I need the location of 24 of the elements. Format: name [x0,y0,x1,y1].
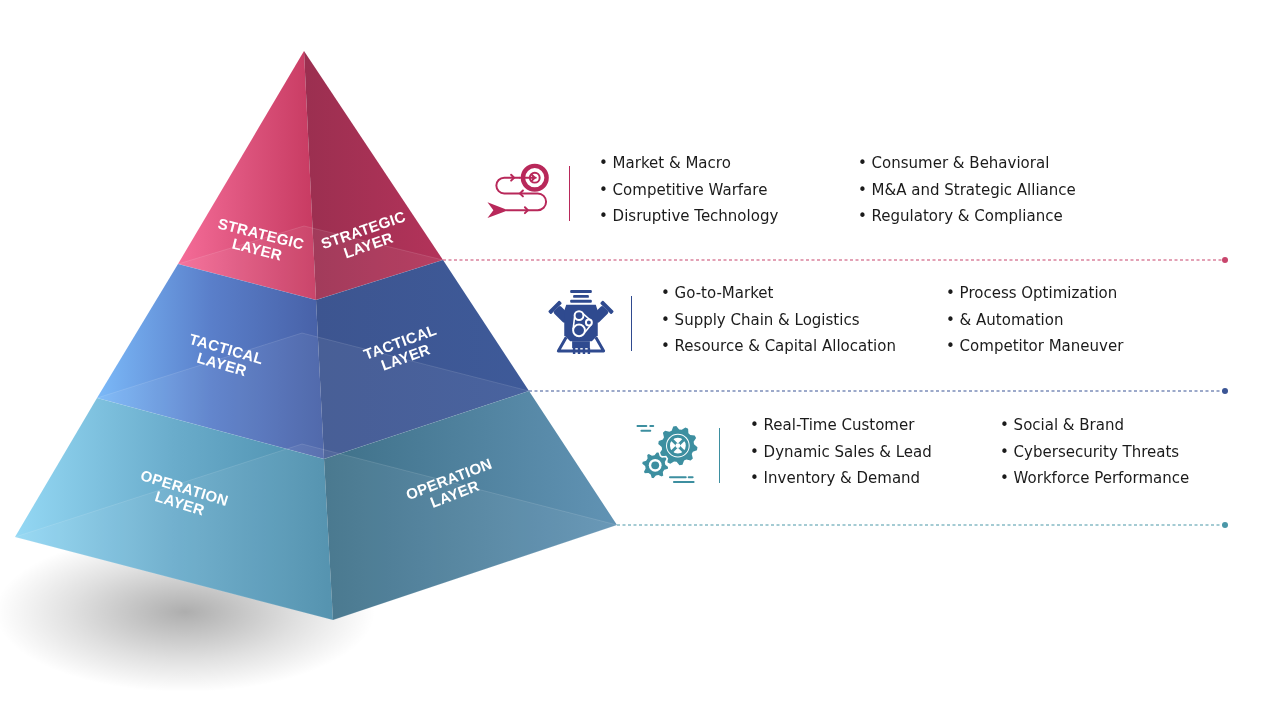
bullet-item: • & Automation [946,309,1064,330]
pyramid-layer [15,391,617,620]
dashed-connector [528,388,1228,394]
bullet-item: • Competitor Maneuver [946,336,1124,357]
bullet-item: • Inventory & Demand [750,468,921,489]
bullet-item: • Go-to-Market [661,283,774,303]
bullet-item: • Market & Macro [599,153,731,173]
dashed-connector [616,522,1228,528]
bullet-item: • Social & Brand [1000,415,1124,435]
bullet-item: • Dynamic Sales & Lead [750,441,932,462]
bullet-item: • Consumer & Behavioral [858,153,1050,173]
dashed-connector [442,257,1228,263]
bullet-item: • Process Optimization [946,283,1118,303]
pyramid-layer [97,260,529,459]
bullet-item: • Real-Time Customer [750,415,915,435]
bullet-item: • M&A and Strategic Alliance [858,179,1076,200]
bullet-item: • Regulatory & Compliance [858,206,1063,227]
bullet-item: • Competitive Warfare [599,179,768,200]
bullet-item: • Supply Chain & Logistics [661,309,860,330]
bullet-item: • Cybersecurity Threats [1000,441,1180,462]
pyramid-layer [178,51,443,300]
bullet-item: • Disruptive Technology [599,206,779,227]
bullet-item: • Workforce Performance [1000,468,1190,489]
bullet-item: • Resource & Capital Allocation [661,336,896,357]
